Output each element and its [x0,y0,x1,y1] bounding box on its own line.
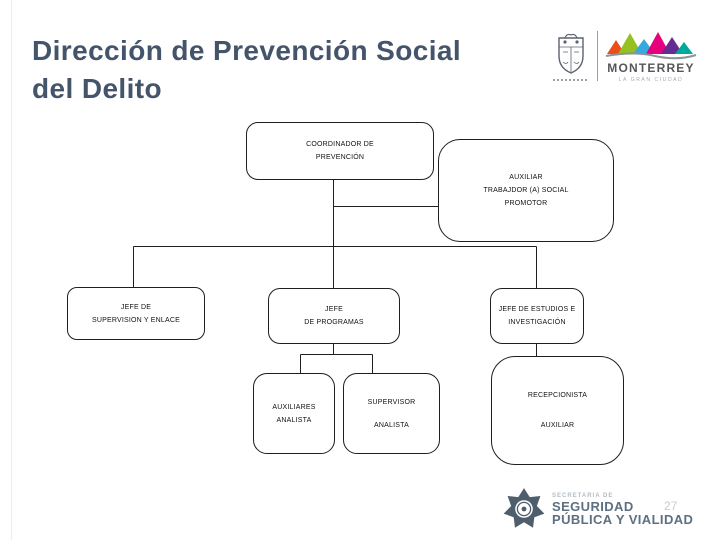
org-node-label: AUXILIAR [509,174,543,181]
crest-caption-text [553,78,589,81]
org-node-coordinador-de-prevencion: COORDINADOR DE PREVENCIÓN [246,122,434,180]
mountains-icon [605,31,697,59]
page-title: Dirección de Prevención Social del Delit… [32,32,552,108]
connector-lines [133,178,537,373]
page-title-line1: Dirección de Prevención Social [32,35,462,66]
org-node-auxiliares-analista: AUXILIARES ANALISTA [253,373,335,454]
org-node-auxiliar-trabajador-social: AUXILIAR TRABAJDOR (A) SOCIAL PROMOTOR [438,139,614,242]
org-node-supervisor-analista: SUPERVISOR ANALISTA [343,373,440,454]
org-node-label: JEFE [325,306,343,313]
org-node-recepcionista-auxiliar: RECEPCIONISTA AUXILIAR [491,356,624,465]
left-margin-rule [11,0,12,540]
org-node-label: JEFE DE [120,303,152,311]
org-node-label: RECEPCIONISTA [527,392,588,399]
police-star-badge-icon [502,487,546,531]
publica-vialidad-label: PÚBLICA Y VIALIDAD [552,512,694,527]
monterrey-tagline: LA GRAN CIUDAD [618,76,684,83]
org-node-label: INVESTIGACIÓN [508,319,566,326]
org-node-label: ANALISTA [276,416,312,424]
slide-number: 27 [664,499,678,513]
org-node-jefe-de-programas: JEFE DE PROGRAMAS [268,288,400,344]
seguridad-publica-logo: SECRETARIA DE SEGURIDAD PÚBLICA Y VIALID… [502,487,693,531]
org-node-label: DE PROGRAMAS [304,319,364,326]
secretaria-label: SECRETARIA DE [552,493,614,499]
org-node-jefe-supervision-enlace: JEFE DE SUPERVISION Y ENLACE [67,287,205,340]
org-node-label: JEFE DE ESTUDIOS E [498,306,576,313]
seguridad-label: SEGURIDAD [552,499,634,514]
org-node-label: PROMOTOR [504,200,548,207]
org-node-label: TRABAJDOR (A) SOCIAL [483,187,569,194]
crest-shield-icon [558,33,584,74]
org-node-jefe-estudios-investigacion: JEFE DE ESTUDIOS E INVESTIGACIÓN [490,288,584,344]
org-node-label: ANALISTA [374,421,409,429]
org-node-label: PREVENCIÓN [315,154,365,161]
org-node-label: COORDINADOR DE [306,141,374,148]
page-title-line2: del Delito [32,73,163,104]
logo-divider [597,31,598,81]
monterrey-logo: MONTERREY LA GRAN CIUDAD [548,26,708,86]
org-node-label: AUXILIARES [272,403,316,411]
org-node-label: SUPERVISOR [367,398,416,406]
police-star-icon [503,488,545,528]
monterrey-label: MONTERREY [607,60,695,75]
org-node-label: AUXILIAR [540,422,575,429]
monterrey-wordmark: MONTERREY LA GRAN CIUDAD [605,30,697,83]
org-node-label: SUPERVISION Y ENLACE [91,316,181,324]
seguridad-wordmark: SECRETARIA DE SEGURIDAD PÚBLICA Y VIALID… [552,492,693,526]
city-crest-icon [548,32,594,81]
